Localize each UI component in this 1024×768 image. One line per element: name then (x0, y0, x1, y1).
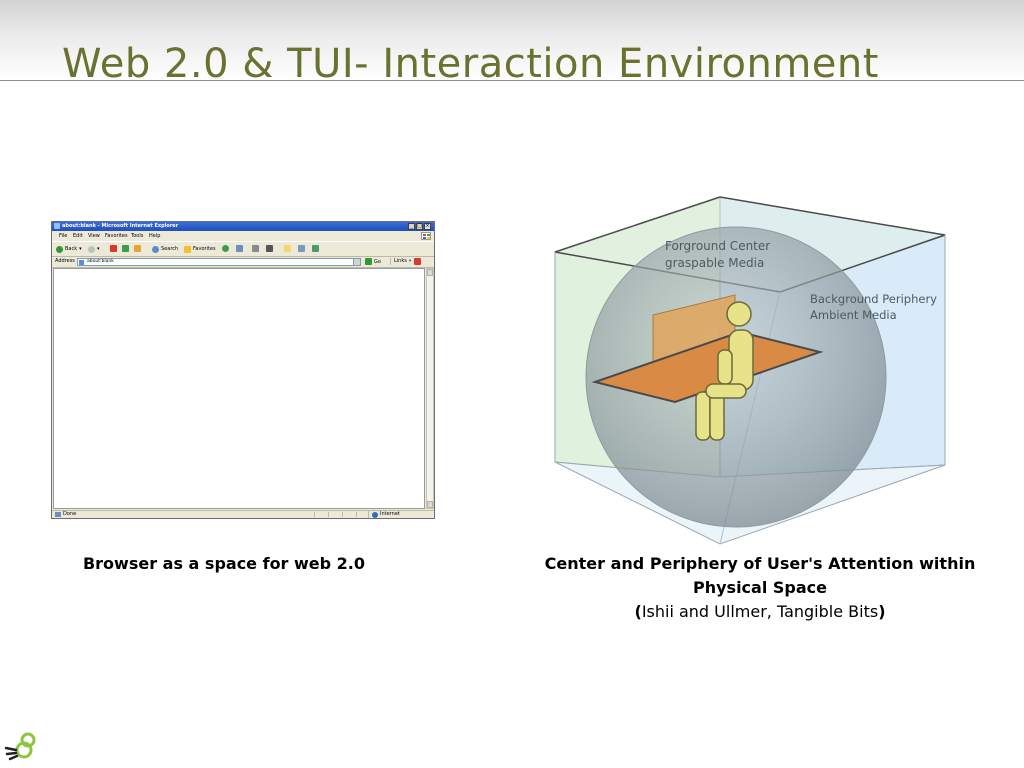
caption-source: Ishii and Ullmer, Tangible Bits (641, 602, 879, 621)
minimize-button[interactable]: _ (408, 223, 415, 230)
menu-view[interactable]: View (88, 233, 100, 239)
menu-file[interactable]: File (59, 233, 68, 239)
history-icon[interactable] (222, 245, 229, 252)
search-button[interactable]: Search (152, 245, 178, 253)
browser-screenshot: about:blank - Microsoft Internet Explore… (51, 221, 435, 519)
links-chevron-icon: » (408, 258, 412, 264)
favorites-icon (184, 245, 191, 253)
vertical-scrollbar[interactable] (426, 268, 434, 509)
foreground-label-1: Forground Center (665, 239, 770, 253)
slide-title: Web 2.0 & TUI- Interaction Environment (62, 41, 879, 87)
links-label: Links (394, 258, 407, 264)
seated-person (695, 301, 754, 441)
browser-titlebar: about:blank - Microsoft Internet Explore… (52, 222, 434, 231)
browser-menubar: File Edit View Favorites Tools Help (52, 232, 434, 240)
search-label: Search (161, 246, 179, 252)
maximize-button[interactable]: □ (416, 223, 423, 230)
paren-open: ( (634, 602, 642, 621)
menu-help[interactable]: Help (149, 233, 161, 239)
home-icon[interactable] (134, 245, 141, 252)
toolbar-extra-icon[interactable] (414, 258, 421, 265)
refresh-icon[interactable] (122, 245, 129, 252)
security-zone: Internet (368, 511, 400, 518)
browser-toolbar: Back ▾ ▾ Search Favorites (52, 241, 434, 257)
zone-label: Internet (380, 511, 400, 517)
caption-source-line: (Ishii and Ullmer, Tangible Bits) (520, 600, 1000, 624)
forward-dropdown-icon: ▾ (97, 246, 100, 252)
attention-space-diagram: Forground Center graspable Media Backgro… (554, 196, 946, 545)
stop-icon[interactable] (110, 245, 117, 252)
menu-favorites[interactable]: Favorites (105, 233, 128, 239)
status-segment (356, 512, 369, 517)
background-label-2: Ambient Media (810, 308, 897, 322)
discuss-icon[interactable] (284, 245, 291, 252)
research-icon[interactable] (312, 245, 319, 252)
go-label: Go (374, 258, 381, 265)
menu-tools[interactable]: Tools (131, 233, 144, 239)
mail-icon[interactable] (236, 245, 243, 252)
back-icon (56, 245, 63, 253)
slide-header-band (0, 0, 1024, 81)
status-segment (328, 512, 341, 517)
caption-attention: Center and Periphery of User's Attention… (520, 552, 1000, 624)
go-button[interactable]: Go (365, 258, 381, 265)
browser-statusbar: Done Internet (52, 510, 434, 519)
scroll-up-arrow[interactable] (427, 269, 433, 276)
page-icon (79, 260, 84, 265)
ie-page-icon (54, 223, 60, 229)
caption-attention-main: Center and Periphery of User's Attention… (544, 554, 976, 597)
paren-close: ) (878, 602, 886, 621)
status-segment (314, 512, 327, 517)
browser-addressbar: Address about:blank Go Links » (52, 256, 434, 268)
status-text: Done (63, 511, 77, 517)
messenger-icon[interactable] (298, 245, 305, 252)
edit-icon[interactable] (266, 245, 273, 252)
forward-icon (88, 245, 95, 253)
windows-logo-icon (421, 232, 431, 240)
back-dropdown-icon: ▾ (79, 246, 82, 252)
search-icon (152, 245, 159, 253)
favorites-button[interactable]: Favorites (184, 245, 216, 253)
favorites-label: Favorites (193, 246, 216, 252)
forward-button[interactable]: ▾ (88, 245, 100, 253)
back-button[interactable]: Back ▾ (56, 245, 82, 253)
internet-zone-icon (372, 511, 378, 518)
address-dropdown-icon[interactable] (353, 259, 360, 265)
status-segment (342, 512, 355, 517)
address-label: Address (55, 258, 75, 264)
print-icon[interactable] (252, 245, 259, 252)
menu-edit[interactable]: Edit (73, 233, 83, 239)
desk-top (591, 330, 824, 404)
go-arrow-icon (365, 258, 372, 265)
caption-browser: Browser as a space for web 2.0 (82, 554, 366, 573)
background-label-1: Background Periphery (810, 292, 937, 306)
browser-viewport[interactable] (53, 268, 425, 509)
close-button[interactable]: × (424, 223, 431, 230)
slide-logo-icon (4, 732, 36, 761)
scroll-down-arrow[interactable] (427, 501, 433, 508)
browser-window-title: about:blank - Microsoft Internet Explore… (62, 223, 179, 229)
back-label: Back (65, 246, 78, 252)
foreground-label-2: graspable Media (665, 256, 764, 270)
address-value: about:blank (87, 259, 114, 264)
address-input[interactable]: about:blank (77, 258, 361, 266)
links-button[interactable]: Links » (390, 258, 412, 265)
status-page-icon (55, 512, 61, 517)
